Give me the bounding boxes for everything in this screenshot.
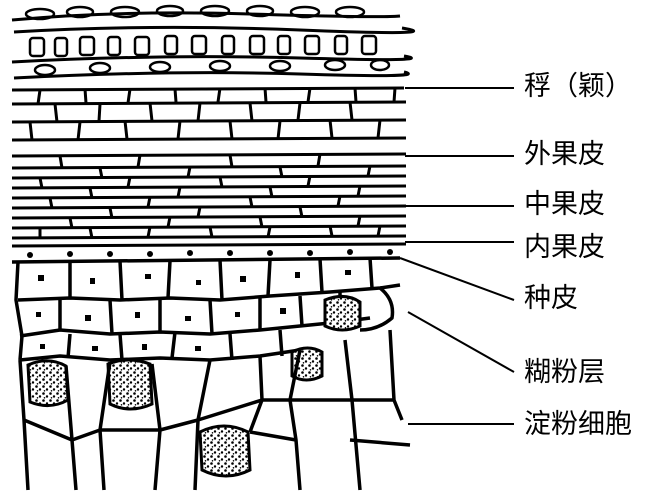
label-aleurone-layer: 糊粉层 — [524, 357, 605, 388]
label-mesocarp: 中果皮 — [524, 189, 605, 220]
label-husk: 稃（颖） — [524, 71, 632, 102]
label-exocarp: 外果皮 — [524, 139, 605, 170]
mesocarp-layer — [11, 153, 407, 230]
husk-layer — [11, 4, 416, 92]
endocarp-layer — [11, 225, 407, 258]
stippled-cells — [26, 295, 362, 478]
leader-line-seed-coat — [399, 257, 515, 301]
label-endocarp: 内果皮 — [524, 232, 605, 263]
leader-line-aleurone — [407, 311, 515, 373]
starch-cell-walls — [18, 329, 411, 491]
label-seed-coat: 种皮 — [524, 283, 578, 314]
exocarp-layer — [11, 87, 407, 158]
label-starch-cells: 淀粉细胞 — [524, 409, 632, 440]
cell-nuclei — [36, 270, 351, 351]
